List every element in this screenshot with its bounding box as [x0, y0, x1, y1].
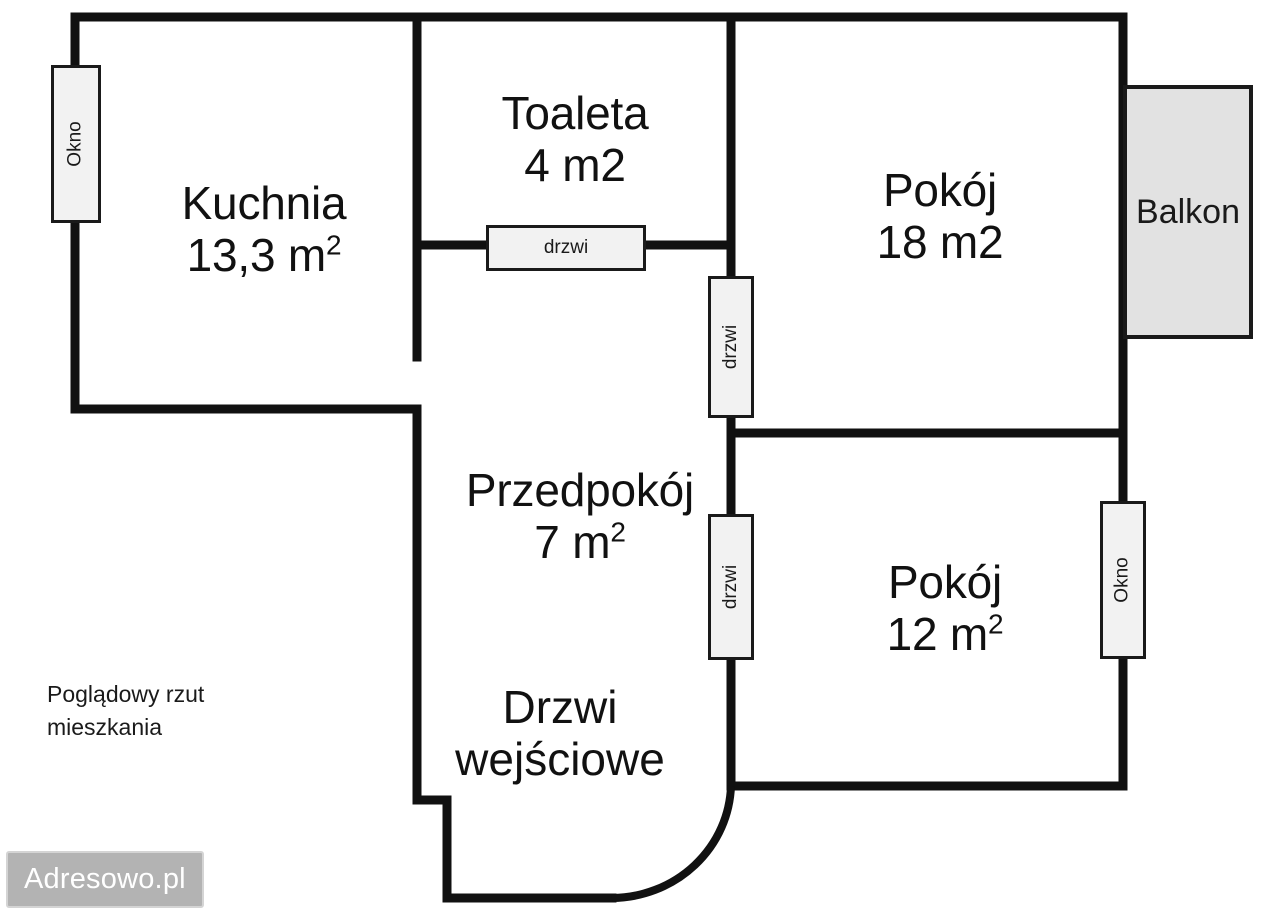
watermark-badge[interactable]: Adresowo.pl [6, 851, 204, 908]
window-kuchnia-label: Okno [65, 121, 87, 167]
window-kuchnia[interactable]: Okno [51, 65, 101, 223]
door-pokoj-12[interactable]: drzwi [708, 514, 754, 660]
watermark-text: Adresowo.pl [24, 863, 186, 895]
balcony-label: Balkon [1136, 192, 1240, 231]
window-pokoj-12-label: Okno [1112, 557, 1134, 603]
door-pokoj-18[interactable]: drzwi [708, 276, 754, 418]
plan-caption: Poglądowy rzut mieszkania [47, 681, 205, 741]
balcony[interactable]: Balkon [1123, 85, 1253, 339]
door-toaleta[interactable]: drzwi [486, 225, 646, 271]
door-pokoj-18-label: drzwi [720, 324, 741, 370]
door-toaleta-label: drzwi [543, 237, 589, 258]
door-pokoj-12-label: drzwi [720, 564, 741, 610]
window-pokoj-12[interactable]: Okno [1100, 501, 1146, 659]
entry-door-swing-arc [611, 785, 735, 902]
